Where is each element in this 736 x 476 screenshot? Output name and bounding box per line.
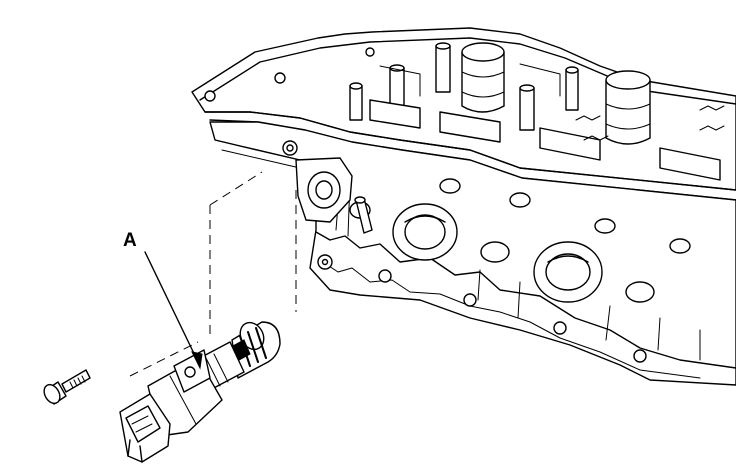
callout-a: A	[123, 230, 203, 370]
mounting-bolt	[43, 369, 91, 405]
valve-train	[349, 42, 725, 181]
callout-a-leader	[144, 251, 201, 367]
alignment-guides	[129, 171, 297, 377]
solenoid-mount-boss	[295, 157, 353, 223]
cylinder-head	[191, 27, 736, 386]
locating-pin	[354, 196, 373, 234]
oil-control-solenoid	[119, 321, 281, 463]
head-bolt-bosses	[204, 47, 647, 363]
callout-a-label: A	[123, 230, 137, 251]
electrical-connector	[119, 393, 171, 463]
callout-a-arrowhead	[191, 351, 203, 370]
intake-ports	[349, 178, 691, 303]
